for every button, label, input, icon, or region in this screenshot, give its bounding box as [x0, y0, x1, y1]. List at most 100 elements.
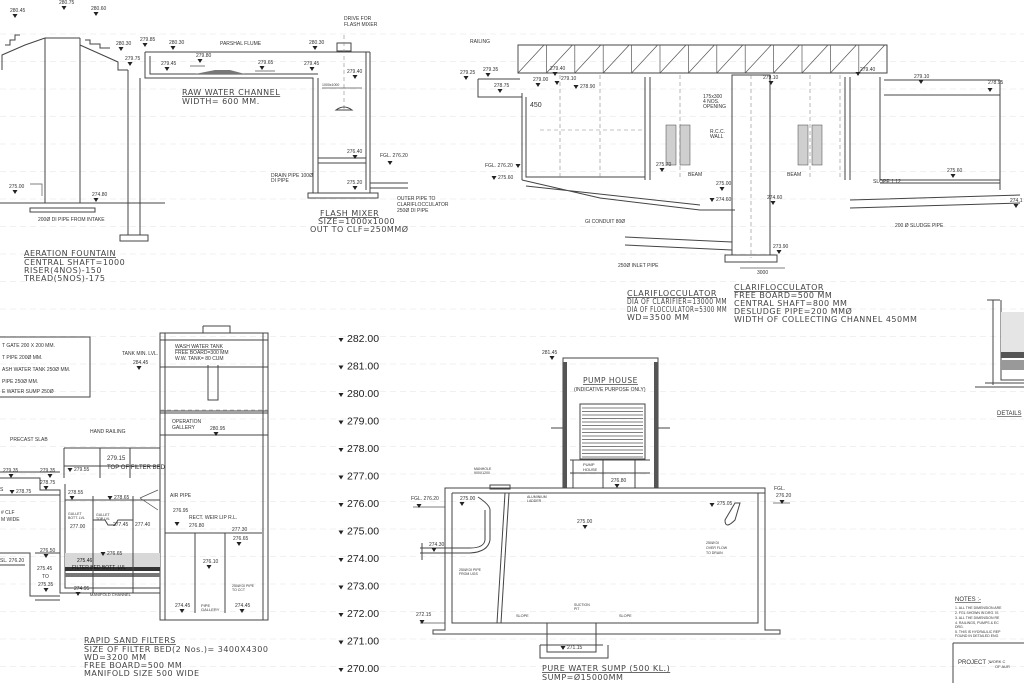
- level-label: FGL. 276.20: [485, 163, 513, 169]
- level-label: 272.15: [416, 612, 432, 618]
- aeration-title: AERATION FOUNTAIN: [24, 249, 116, 258]
- level-marker: 280.30: [309, 40, 325, 50]
- sludge-label: 200 Ø SLUDGE PIPE: [895, 223, 944, 229]
- level-triangle-icon: [338, 558, 344, 562]
- clarifloculator-spec: CENTRAL SHAFT=800 MM: [734, 299, 847, 308]
- level-label: 279.15: [107, 456, 126, 462]
- scale-level: 281.00: [338, 361, 379, 373]
- level-marker: 276.40: [347, 149, 363, 159]
- filters-spec: FREE BOARD=500 MM: [84, 661, 182, 670]
- wash-tank-label: W.W. TANK= 80 CUM: [175, 356, 224, 362]
- clf-label: M WIDE: [1, 517, 20, 523]
- level-marker: 279.10: [914, 74, 930, 84]
- details-title: DETAILS: [997, 411, 1022, 417]
- gullet-label: BOTT. LVL: [68, 516, 85, 520]
- level-triangle-icon: [338, 475, 344, 480]
- level-label: SL. 276.20: [0, 558, 24, 564]
- level-label: 276.20: [776, 493, 792, 499]
- level-marker: 275.00: [9, 184, 25, 194]
- inlet-label: 250Ø DI PIPE: [459, 568, 482, 572]
- suction-label: PIT: [574, 607, 580, 611]
- scale-label: 277.00: [347, 471, 379, 483]
- level-marker: 271.15: [560, 645, 583, 651]
- level-marker: 278.75: [494, 83, 510, 93]
- level-label: 275.46: [77, 558, 93, 564]
- level-marker: 279.40: [550, 66, 566, 76]
- truss-diagonal: [858, 44, 886, 74]
- level-label: 276.65: [107, 551, 123, 557]
- level-marker: FGL. 276.20: [380, 153, 408, 165]
- truss-diagonal: [801, 44, 829, 74]
- flume-label: PARSHAL FLUME: [220, 41, 262, 47]
- level-marker: FGL. 276.20: [485, 163, 521, 169]
- level-label: 275.70: [656, 162, 672, 168]
- note-item: 3. ALL THE DIMENSION RE: [955, 616, 1000, 620]
- drive-label: FLASH MIXER: [344, 22, 378, 28]
- level-marker: 279.25: [460, 70, 476, 80]
- hand-railing-label: HAND RAILING: [90, 429, 126, 435]
- level-marker: 278.55: [68, 490, 84, 500]
- level-triangle-icon: [338, 393, 344, 397]
- scale-level: 279.00: [338, 416, 379, 428]
- level-label: 278.95: [988, 80, 1004, 86]
- railing-label: RAILING: [470, 39, 490, 45]
- level-marker: 274.95: [74, 586, 90, 596]
- level-marker: 275.00: [577, 519, 593, 529]
- scale-label: 272.00: [347, 608, 379, 620]
- level-marker: 274.60: [767, 195, 783, 205]
- level-marker: 279.35: [40, 468, 56, 478]
- level-triangle-icon: [338, 503, 344, 507]
- level-label: 271.15: [567, 645, 583, 651]
- channel-title: RAW WATER CHANNEL: [182, 88, 280, 97]
- shutter-slats: [582, 407, 643, 458]
- level-label: S: [0, 487, 4, 493]
- level-label: 284.45: [133, 360, 149, 366]
- level-marker: 279.85: [140, 37, 156, 47]
- pure-water-sump: MANHOLE 900X1200 ALUMINIUM LADDER 250Ø D…: [411, 467, 792, 682]
- scale-label: 276.00: [347, 498, 379, 510]
- aeration-spec: TREAD(5NOS)-175: [23, 274, 105, 283]
- slope-label: SLOPE 1:12: [873, 179, 901, 185]
- gravel-layer: [65, 573, 160, 577]
- level-marker: 279.55: [67, 467, 90, 473]
- scale-label: 280.00: [347, 388, 379, 400]
- level-label: 279.45: [161, 61, 177, 67]
- filter-bed-label: FILTER BED BOTT. LVL: [72, 565, 126, 571]
- level-label: 274.60: [716, 197, 732, 203]
- elevation-scale: 282.00281.00280.00279.00278.00277.00276.…: [338, 333, 379, 675]
- scale-level: 274.00: [338, 553, 379, 565]
- note-item: DRG.: [955, 625, 964, 629]
- level-marker: 279.45: [304, 61, 320, 71]
- level-marker: 274.30: [429, 542, 445, 552]
- level-marker: 278.90: [573, 84, 596, 90]
- level-marker: 274.1: [1010, 198, 1023, 208]
- level-marker: 280.95: [210, 426, 226, 436]
- truss-diagonal: [830, 44, 857, 74]
- level-marker: 279.45: [161, 61, 177, 71]
- level-triangle-icon: [338, 585, 344, 590]
- level-marker: 273.90: [773, 244, 789, 254]
- level-marker: 279.35: [483, 67, 499, 77]
- pump-house-subtitle: (INDICATIVE PURPOSE ONLY): [574, 387, 646, 393]
- scale-level: 272.00: [338, 608, 379, 620]
- level-marker: 276.10: [203, 559, 219, 569]
- level-label: 280.30: [309, 40, 325, 46]
- pump-house-label: PUMP: [583, 462, 595, 467]
- note-item: FOUND IN DETAILED ENG: [955, 634, 999, 638]
- level-marker: 278.95: [987, 80, 1004, 92]
- level-marker: 274.45: [175, 603, 191, 613]
- pump-house-title: PUMP HOUSE: [583, 376, 638, 385]
- level-label: 280.30: [169, 40, 185, 46]
- manifold-label: MANIFOLD CHANNEL: [90, 592, 132, 597]
- level-marker: 280.45: [10, 8, 26, 18]
- ladder-label: LADDER: [527, 499, 542, 503]
- ladder-label: ALUMINIUM: [527, 495, 547, 499]
- clf-label: # CLF: [1, 510, 15, 516]
- level-marker: 279.40: [855, 67, 876, 76]
- scale-level: 275.00: [338, 526, 379, 538]
- level-marker: 284.45: [133, 360, 149, 370]
- gullet-label: GULLET: [68, 512, 82, 516]
- manhole-label: MANHOLE: [474, 467, 492, 471]
- legend-item: E WATER SUMP 250Ø: [2, 389, 54, 395]
- level-marker: 280.30: [116, 41, 132, 51]
